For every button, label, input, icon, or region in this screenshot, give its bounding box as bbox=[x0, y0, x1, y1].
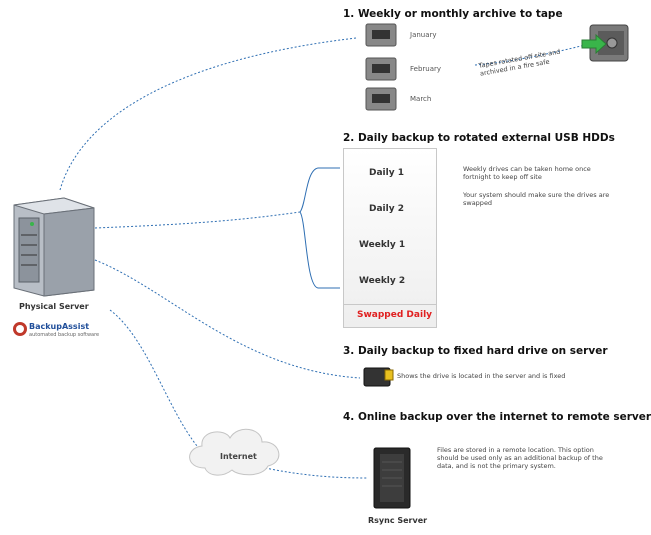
section-2-heading: 2. Daily backup to rotated external USB … bbox=[343, 132, 615, 144]
usb-bracket bbox=[299, 167, 340, 213]
usb-drive-label: Weekly 2 bbox=[359, 276, 406, 286]
swapped-daily-label: Swapped Daily bbox=[357, 310, 433, 320]
tape-label: January bbox=[410, 31, 437, 39]
link-tape-to-safe bbox=[474, 44, 586, 66]
link-to-internet bbox=[109, 309, 206, 456]
tape-icon bbox=[365, 23, 397, 111]
remote-server-label: Rsync Server bbox=[368, 516, 428, 525]
usb-drive-label: Weekly 1 bbox=[359, 240, 406, 250]
usb-rotation-panel bbox=[343, 148, 437, 328]
usb-note: Your system should make sure the drives … bbox=[463, 191, 610, 207]
usb-note: Weekly drives can be taken home once for… bbox=[463, 165, 591, 181]
tape-label: February bbox=[410, 65, 442, 73]
backupassist-logo-text: BackupAssist bbox=[29, 322, 90, 331]
section-1-heading: 1. Weekly or monthly archive to tape bbox=[343, 8, 563, 20]
backupassist-logo-tagline: automated backup software bbox=[29, 332, 100, 338]
section-4-heading: 4. Online backup over the internet to re… bbox=[343, 411, 651, 423]
section-3-heading: 3. Daily backup to fixed hard drive on s… bbox=[343, 345, 608, 357]
link-internet-to-remote bbox=[264, 467, 369, 479]
backupassist-logo-icon bbox=[13, 322, 27, 336]
fixed-drive-note: Shows the drive is located in the server… bbox=[397, 372, 566, 380]
cloud-icon bbox=[189, 428, 280, 476]
safe-icon bbox=[581, 24, 629, 62]
physical-server-label: Physical Server bbox=[19, 302, 89, 311]
link-to-tape bbox=[59, 37, 357, 191]
hard-drive-icon bbox=[363, 367, 394, 387]
usb-bracket-lower bbox=[299, 211, 340, 289]
usb-panel-divider bbox=[343, 304, 437, 305]
link-to-fixed bbox=[94, 259, 361, 379]
tape-label: March bbox=[410, 95, 432, 103]
physical-server-icon bbox=[13, 197, 95, 297]
online-backup-note: Files are stored in a remote location. T… bbox=[437, 446, 603, 470]
remote-server-icon bbox=[373, 447, 411, 509]
link-to-usb bbox=[94, 211, 301, 229]
usb-drive-label: Daily 1 bbox=[369, 168, 404, 178]
usb-drive-label: Daily 2 bbox=[369, 204, 404, 214]
internet-label: Internet bbox=[220, 452, 257, 461]
